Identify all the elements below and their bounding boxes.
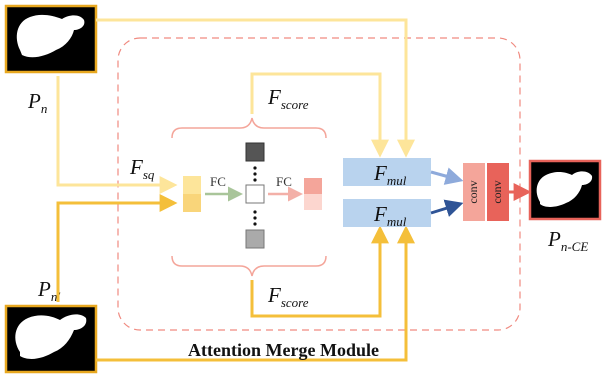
arrow-fscore-top bbox=[250, 72, 389, 158]
arrow-fmul-bottom-to-conv bbox=[430, 199, 464, 217]
conv-block-1: conv bbox=[463, 163, 485, 221]
input-image-pn bbox=[4, 4, 98, 74]
svg-text:conv: conv bbox=[490, 180, 504, 203]
arrow-fscore-bottom bbox=[250, 225, 389, 318]
svg-text:conv: conv bbox=[466, 180, 480, 203]
arrow-pn-to-fsq bbox=[56, 76, 178, 194]
brace-top bbox=[171, 117, 327, 139]
label-fscore-top: Fscore bbox=[267, 85, 309, 112]
input-image-pn-prime bbox=[4, 304, 98, 374]
module-title: Attention Merge Module bbox=[188, 340, 379, 360]
svg-text:Fmul: Fmul bbox=[373, 161, 407, 188]
label-fc-left: FC bbox=[210, 174, 226, 189]
score-vector bbox=[304, 178, 322, 210]
fmul-box-top: Fmul bbox=[343, 158, 431, 188]
label-pn-prime: Pn' bbox=[37, 277, 60, 304]
arrow-pn-to-fmul-top bbox=[96, 18, 415, 158]
arrow-pnprime-to-fmul-bottom bbox=[96, 225, 415, 362]
brace-bottom bbox=[171, 255, 327, 277]
label-pn-ce: Pn-CE bbox=[547, 227, 588, 254]
arrow-fmul-top-to-conv bbox=[430, 167, 464, 185]
fsq-feature-vector bbox=[183, 176, 201, 212]
label-pn: Pn bbox=[27, 89, 47, 116]
label-fscore-bottom: Fscore bbox=[267, 283, 309, 310]
fc-hidden-vector bbox=[245, 142, 265, 249]
output-image-pn-ce bbox=[528, 159, 602, 221]
fmul-box-bottom: Fmul bbox=[343, 199, 431, 229]
label-fsq: Fsq bbox=[129, 155, 155, 182]
arrow-pnprime-to-fsq bbox=[56, 194, 178, 302]
conv-block-2: conv bbox=[487, 163, 509, 221]
svg-text:Fmul: Fmul bbox=[373, 202, 407, 229]
label-fc-right: FC bbox=[276, 174, 292, 189]
